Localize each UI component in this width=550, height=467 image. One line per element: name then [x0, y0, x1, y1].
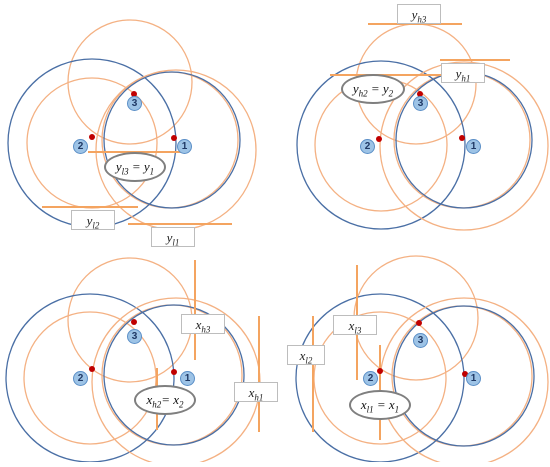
badge-1: 1: [466, 371, 481, 386]
panel-top-right: [296, 23, 549, 231]
blue-circle-1: [393, 305, 535, 447]
point-1: [171, 135, 177, 141]
badge-3: 3: [127, 329, 142, 344]
badge-3: 3: [413, 333, 428, 348]
point-2: [89, 366, 95, 372]
label-yh3: yh3: [397, 4, 441, 25]
label-yl2: yl2: [71, 210, 115, 231]
blue-circle-1: [103, 304, 245, 446]
badge-3: 3: [127, 96, 142, 111]
point-2: [376, 136, 382, 142]
badge-1: 1: [177, 139, 192, 154]
badge-2: 2: [360, 139, 375, 154]
blue-circle-2: [296, 60, 466, 230]
label-xh3: xh3: [181, 314, 225, 335]
label-yl1: yl1: [151, 227, 195, 248]
point-2: [89, 134, 95, 140]
point-3: [131, 91, 137, 97]
blue-circle-2: [5, 293, 175, 463]
equality-ellipse: xl1 = x1: [349, 390, 411, 420]
label-yh1: yh1: [441, 63, 485, 84]
blue-circle-2: [7, 58, 177, 228]
panel-bottom-left: [5, 257, 261, 467]
point-1: [459, 135, 465, 141]
label-xl2: xl2: [287, 345, 325, 366]
badge-2: 2: [73, 371, 88, 386]
point-1: [462, 371, 468, 377]
point-3: [131, 319, 137, 325]
badge-2: 2: [73, 139, 88, 154]
badge-3: 3: [413, 96, 428, 111]
blue-circle-1: [103, 71, 241, 209]
orange-circle-3: [67, 19, 193, 145]
badge-1: 1: [180, 371, 195, 386]
point-3: [416, 320, 422, 326]
label-xh1: xh1: [234, 382, 278, 403]
point-2: [377, 368, 383, 374]
panel-top-left: [7, 19, 257, 231]
badge-2: 2: [363, 371, 378, 386]
point-3: [417, 91, 423, 97]
panel-bottom-right: [295, 255, 549, 467]
orange-circle-outer: [379, 61, 549, 231]
badge-1: 1: [466, 139, 481, 154]
equality-ellipse: yl3 = y1: [104, 152, 166, 182]
point-1: [171, 369, 177, 375]
equality-ellipse: yh2 = y2: [341, 74, 405, 104]
label-xl3: xl3: [333, 315, 377, 336]
equality-ellipse: xh2= x2: [134, 385, 196, 415]
orange-circle-1: [101, 71, 239, 209]
